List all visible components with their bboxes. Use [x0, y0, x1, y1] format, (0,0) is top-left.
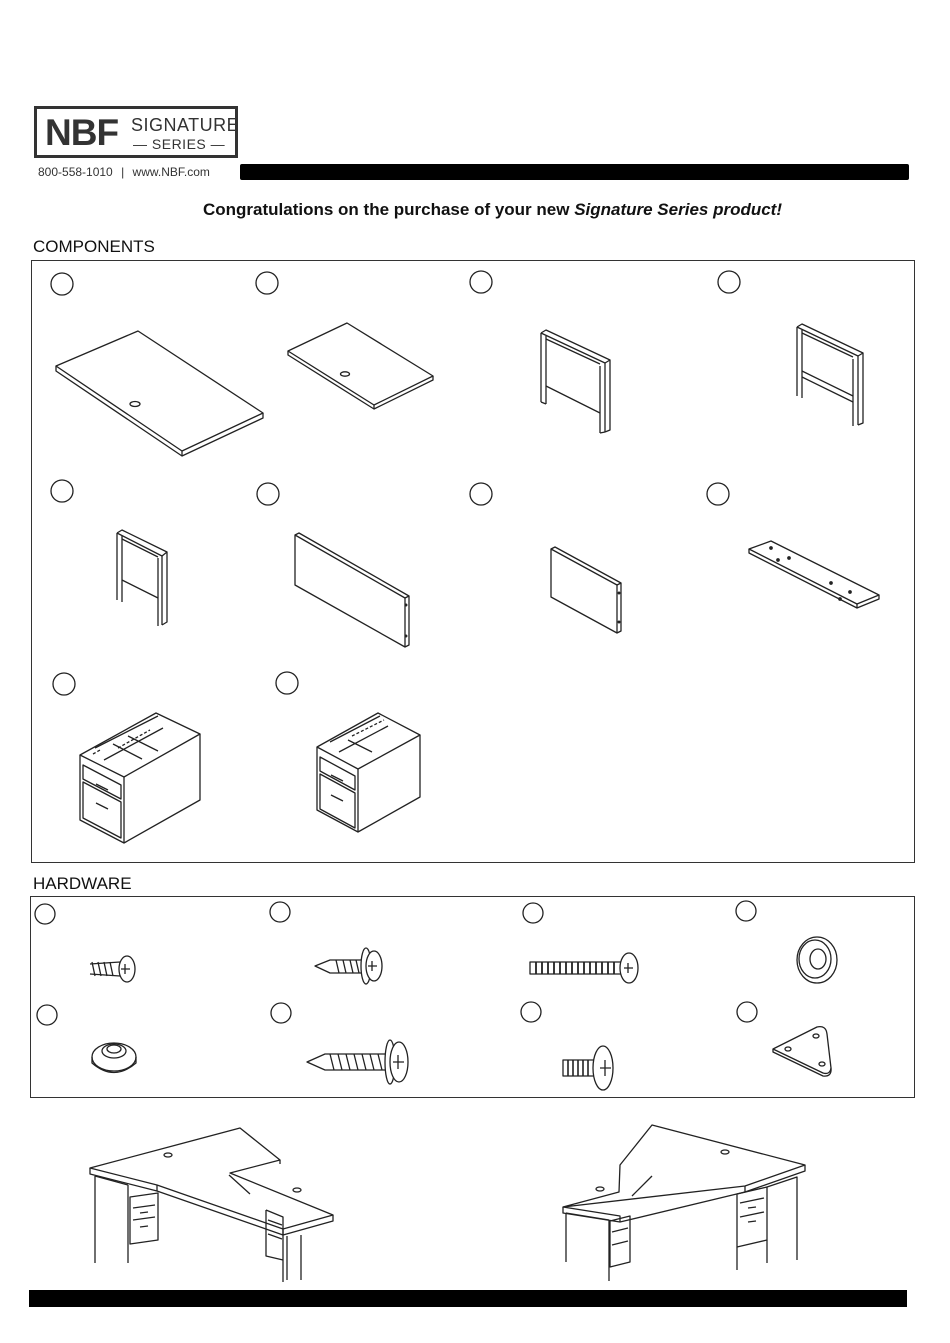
short-pan-head-screw-icon: [90, 956, 135, 982]
hardware-callout-7: [521, 1002, 541, 1022]
wide-end-frame-icon: [541, 330, 610, 433]
footer-rule: [29, 1290, 907, 1307]
leveler-glide-icon: [92, 1043, 136, 1073]
hardware-callout-8: [737, 1002, 757, 1022]
wood-screw-icon: [307, 1040, 408, 1084]
hardware-callout-3: [523, 903, 543, 923]
hardware-callout-5: [37, 1005, 57, 1025]
narrow-end-frame-icon: [117, 530, 167, 626]
hardware-callout-1: [35, 904, 55, 924]
long-modesty-panel-icon: [295, 533, 409, 647]
pedestal-icon: [317, 713, 420, 832]
component-callout-6: [257, 483, 279, 505]
small-desktop-panel-icon: [288, 323, 433, 409]
washer-head-screw-icon: [315, 948, 382, 984]
component-callout-2: [256, 272, 278, 294]
component-callout-5: [51, 480, 73, 502]
pedestal-icon: [80, 713, 200, 843]
component-callout-3: [470, 271, 492, 293]
component-callout-1: [51, 273, 73, 295]
round-washer-icon: [797, 937, 837, 983]
component-callout-7: [470, 483, 492, 505]
hardware-callout-2: [270, 902, 290, 922]
component-callout-4: [718, 271, 740, 293]
hardware-callout-6: [271, 1003, 291, 1023]
short-modesty-panel-icon: [551, 547, 621, 633]
tall-end-frame-icon: [797, 324, 863, 426]
hardware-callout-4: [736, 901, 756, 921]
truss-head-bolt-icon: [563, 1046, 613, 1090]
component-callout-8: [707, 483, 729, 505]
l-desk-right-return-icon: [90, 1128, 333, 1282]
l-desk-left-return-icon: [563, 1125, 805, 1281]
mounting-plate-icon: [749, 541, 879, 608]
triangular-bracket-icon: [773, 1027, 831, 1076]
component-callout-10: [276, 672, 298, 694]
large-desktop-panel-icon: [56, 331, 263, 456]
component-callout-9: [53, 673, 75, 695]
long-machine-bolt-icon: [530, 953, 638, 983]
